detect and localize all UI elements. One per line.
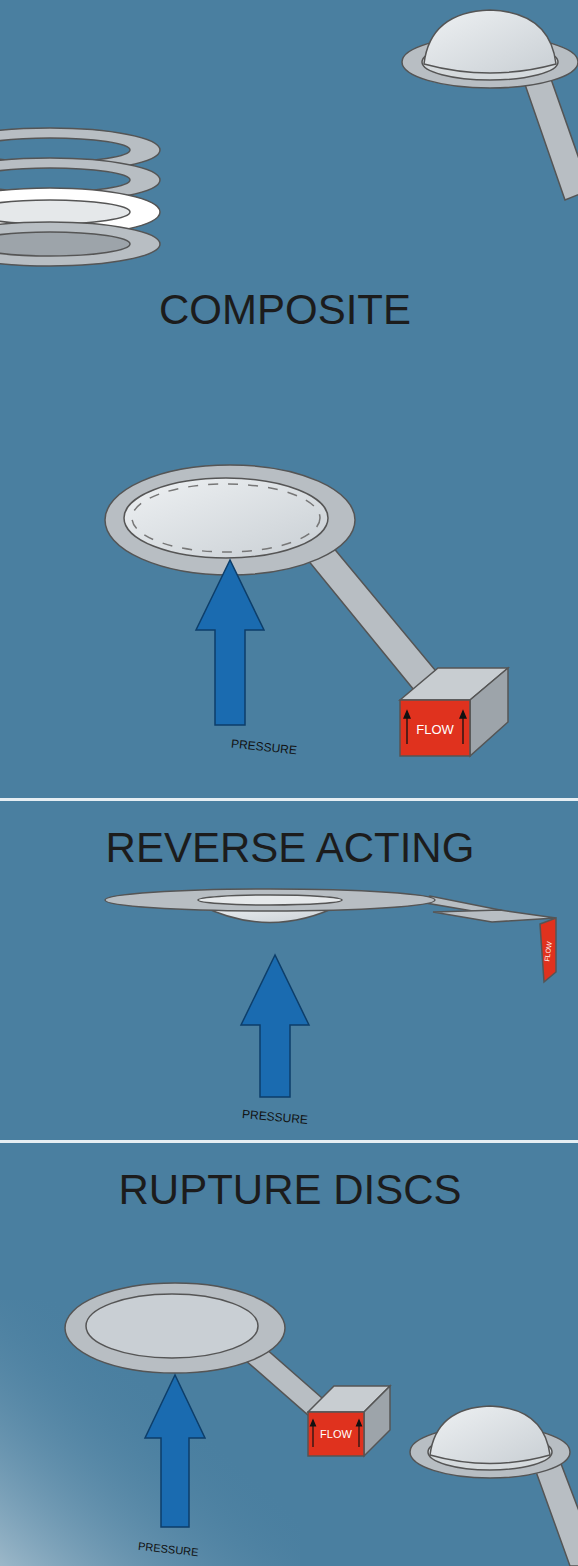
flow-tag-text: FLOW	[416, 723, 454, 736]
flow-arrow-marks	[311, 1420, 362, 1447]
pressure-label: PRESSURE	[231, 738, 298, 757]
composite-disc	[105, 465, 508, 756]
divider	[0, 1140, 578, 1143]
flow-tag-text: FLOW	[320, 1429, 352, 1440]
divider	[0, 798, 578, 801]
domed-disc	[410, 1406, 578, 1566]
rupture-disc	[65, 1283, 390, 1456]
domed-disc	[402, 10, 578, 200]
pressure-arrow	[241, 955, 309, 1097]
reverse-acting-disc	[105, 889, 556, 982]
pressure-arrow	[145, 1375, 205, 1527]
pressure-arrow	[196, 560, 264, 725]
panel-heading: RUPTURE DISCS	[118, 1169, 461, 1211]
flow-arrow-marks	[404, 711, 466, 744]
panel-heading: COMPOSITE	[159, 289, 411, 331]
pressure-label: PRESSURE	[242, 1108, 309, 1126]
panel-heading: REVERSE ACTING	[106, 827, 475, 869]
stacked-rings	[0, 128, 160, 266]
